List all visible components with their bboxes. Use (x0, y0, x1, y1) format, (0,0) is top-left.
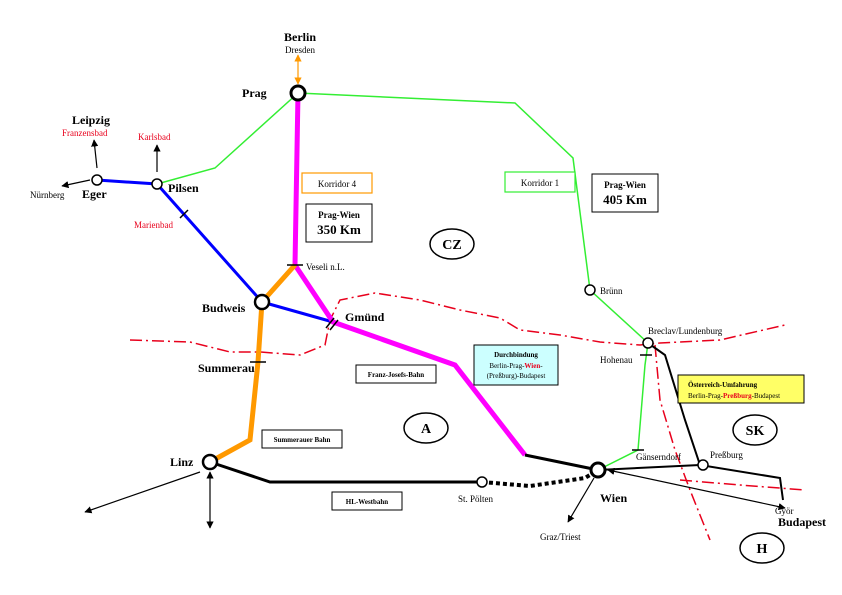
label-eger: Eger (82, 187, 107, 201)
label-brunn: Brünn (600, 286, 623, 296)
station-budweis (253, 293, 271, 311)
label-leipzig: Leipzig (72, 113, 110, 127)
prag-wien-405-box (591, 173, 659, 213)
durchbindung-line2: Berlin-Prag-Wien- (489, 362, 543, 370)
country-h: H (757, 542, 768, 557)
country-h-ellipse (739, 532, 785, 564)
label-gmund: Gmünd (345, 310, 385, 324)
durchbindung-line2-prefix: Berlin-Prag- (489, 362, 525, 370)
label-hohenau: Hohenau (600, 355, 633, 365)
franz-josefs-bahn-line (292, 92, 527, 457)
station-eger (91, 174, 103, 186)
label-graz-triest: Graz/Triest (540, 532, 581, 542)
label-karlsbad: Karlsbad (138, 132, 171, 142)
label-pilsen: Pilsen (168, 181, 199, 195)
durchbindung-line2-suffix: - (540, 362, 543, 370)
station-breclav (642, 337, 654, 349)
station-wien (589, 461, 607, 479)
westbahn-line (209, 453, 599, 484)
label-prag: Prag (242, 86, 267, 100)
country-sk-ellipse (732, 414, 778, 446)
label-breclav: Breclav/Lundenburg (648, 326, 723, 336)
umfahrung-line2-suffix: -Budapest (752, 392, 780, 400)
label-nurnberg: Nürnberg (30, 190, 65, 200)
pilsen-budweis-line (96, 178, 334, 324)
prag-wien-405-line1: Prag-Wien (604, 180, 646, 190)
label-pressburg: Preßburg (710, 450, 743, 460)
country-a: A (421, 422, 432, 437)
prag-wien-405-line2: 405 Km (603, 192, 647, 207)
durchbindung-line2-highlight: Wien (524, 362, 540, 370)
korridor1-box (504, 171, 576, 193)
umfahrung-line2-highlight: Preßburg (723, 392, 752, 400)
station-st-polten (476, 476, 488, 488)
prag-wien-350-line2: 350 Km (317, 222, 361, 237)
umfahrung-title: Österreich-Umfahrung (688, 381, 758, 389)
label-st-polten: St. Pölten (458, 494, 494, 504)
durchbindung-box (473, 344, 559, 386)
label-franzensbad: Franzensbad (62, 128, 108, 138)
hl-westbahn-label: HL-Westbahn (346, 498, 389, 506)
label-wien: Wien (600, 491, 627, 505)
station-linz (201, 453, 219, 471)
station-pilsen (151, 178, 163, 190)
station-ticks (179, 209, 652, 451)
label-summerau: Summerau (198, 361, 255, 375)
connection-arrows (61, 139, 786, 529)
label-berlin: Berlin (284, 30, 316, 44)
stations (91, 84, 709, 488)
korridor1-line (156, 92, 649, 471)
country-cz-ellipse (429, 228, 475, 260)
umfahrung-line2: Berlin-Prag-Preßburg-Budapest (688, 392, 780, 400)
summerauer-bahn-box (261, 429, 343, 449)
station-prag (289, 84, 307, 102)
label-marienbad: Marienbad (134, 220, 173, 230)
label-gyor: Györ (775, 506, 794, 516)
prag-wien-350-box (305, 203, 373, 243)
label-budweis: Budweis (202, 301, 246, 315)
station-pressburg (697, 459, 709, 471)
country-sk: SK (746, 424, 765, 439)
korridor4-label: Korridor 4 (318, 179, 357, 189)
umfahrung-line2-prefix: Berlin-Prag- (688, 392, 724, 400)
umfahrung-box (677, 374, 805, 404)
station-brunn (584, 284, 596, 296)
country-a-ellipse (403, 412, 449, 444)
label-budapest: Budapest (778, 515, 826, 529)
durchbindung-line3: (Preßburg)-Budapest (487, 372, 546, 380)
hl-westbahn-dotted (481, 468, 600, 489)
korridor1-label: Korridor 1 (521, 178, 559, 188)
prag-wien-350-line1: Prag-Wien (318, 210, 360, 220)
country-markers (403, 228, 785, 564)
hl-westbahn-box (331, 491, 403, 511)
franz-josefs-bahn-label: Franz-Josefs-Bahn (368, 371, 424, 379)
label-dresden: Dresden (285, 45, 315, 55)
label-linz: Linz (170, 455, 194, 469)
franz-josefs-bahn-box (355, 364, 437, 384)
korridor4-box (301, 172, 373, 194)
durchbindung-title: Durchbindung (494, 351, 538, 359)
summerauer-bahn-label: Summerauer Bahn (274, 436, 331, 444)
label-ganserndorf: Gänserndorf (636, 452, 681, 462)
label-veseli: Veseli n.L. (306, 262, 345, 272)
country-cz: CZ (442, 238, 461, 253)
